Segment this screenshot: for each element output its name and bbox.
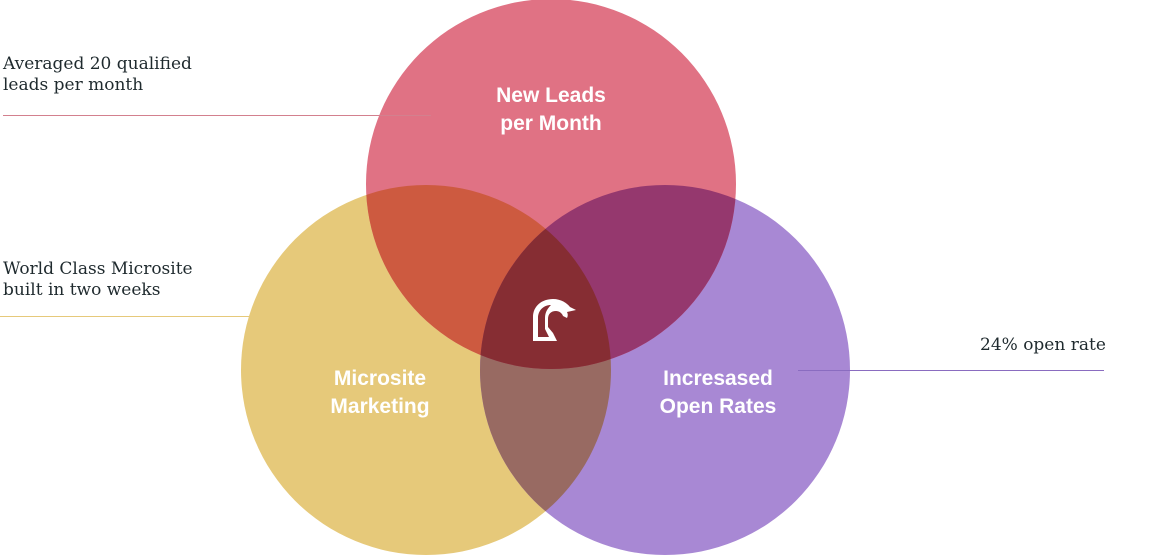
callout-microsite: World Class Microsite built in two weeks xyxy=(3,259,193,301)
label-microsite-line1: Microsite xyxy=(333,367,427,390)
callout-open-rates-rule xyxy=(798,370,1104,371)
callout-microsite-line2: built in two weeks xyxy=(3,280,161,300)
callout-open-rates-line1: 24% open rate xyxy=(980,335,1106,355)
label-microsite-line2: Marketing xyxy=(330,395,430,418)
callout-leads-line1: Averaged 20 qualified xyxy=(3,54,192,74)
label-new-leads-line1: New Leads xyxy=(496,84,606,107)
callout-microsite-rule xyxy=(0,316,338,317)
callout-leads-line2: leads per month xyxy=(3,75,144,95)
callout-open-rates: 24% open rate xyxy=(980,335,1106,356)
callout-microsite-line1: World Class Microsite xyxy=(3,259,193,279)
label-microsite-marketing: Microsite Marketing xyxy=(260,365,500,421)
label-new-leads-line2: per Month xyxy=(500,112,602,135)
knight-logo-icon xyxy=(533,299,576,341)
label-increased-open-rates: Incresased Open Rates xyxy=(598,365,838,421)
overlap-center xyxy=(480,185,611,369)
label-new-leads-per-month: New Leads per Month xyxy=(431,82,671,138)
label-open-rates-line2: Open Rates xyxy=(659,395,777,418)
label-open-rates-line1: Incresased xyxy=(663,367,773,390)
callout-leads: Averaged 20 qualified leads per month xyxy=(3,54,192,96)
callout-leads-rule xyxy=(3,115,431,116)
